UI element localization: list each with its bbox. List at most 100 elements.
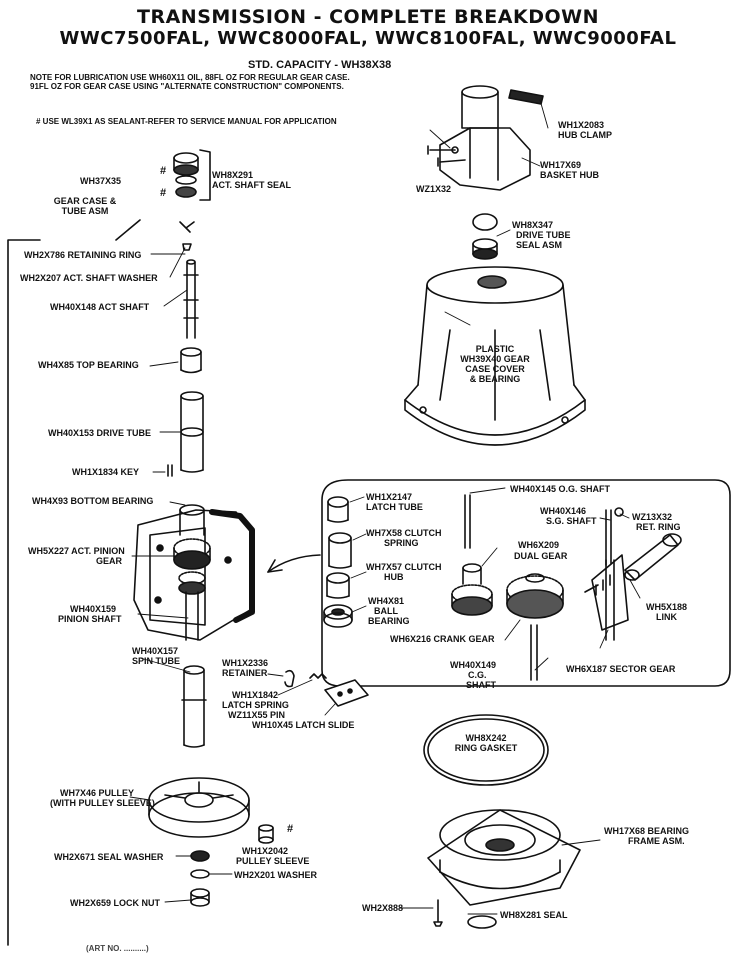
assembly-bracket bbox=[8, 240, 40, 945]
label-link-name: LINK bbox=[656, 612, 677, 622]
label-ring-gasket-code: WH8X242 bbox=[465, 733, 507, 743]
ball-bearing-drawing bbox=[324, 605, 352, 627]
label-ball-bearing-code: WH4X81 bbox=[368, 596, 405, 606]
label-clutch-spring-name: SPRING bbox=[384, 538, 419, 548]
label-spin-tube-name: SPIN TUBE bbox=[132, 656, 181, 666]
label-retainer-name: RETAINER bbox=[222, 668, 268, 678]
latch-tube-drawing bbox=[328, 497, 348, 522]
label-sector-gear: WH6X187 SECTOR GEAR bbox=[566, 664, 676, 674]
label-pinion-shaft-name: PINION SHAFT bbox=[58, 614, 122, 624]
label-clutch-hub-name: HUB bbox=[384, 572, 404, 582]
label-basket-hub-code: WH17X69 bbox=[540, 160, 582, 170]
art-number: (ART NO. ..........) bbox=[86, 944, 149, 953]
label-wh37x35: WH37X35 bbox=[80, 176, 122, 186]
label-act-shaft-seal-name: ACT. SHAFT SEAL bbox=[212, 180, 292, 190]
shaft-washer-drawing bbox=[183, 244, 191, 250]
clutch-hub-drawing bbox=[327, 573, 349, 598]
label-latch-spring-name: LATCH SPRING bbox=[222, 700, 289, 710]
label-clutch-spring-code: WH7X58 CLUTCH bbox=[366, 528, 442, 538]
label-ball-bearing-2: BALL bbox=[374, 606, 398, 616]
retainer-drawing bbox=[285, 671, 294, 687]
label-act-shaft-seal-code: WH8X291 bbox=[212, 170, 254, 180]
label-bearing-frame-code: WH17X68 BEARING bbox=[604, 826, 690, 836]
top-bearing-drawing bbox=[181, 348, 201, 373]
hash-mark-1: # bbox=[160, 165, 167, 177]
label-pin: WZ11X55 PIN bbox=[228, 710, 286, 720]
label-bottom-bearing: WH4X93 BOTTOM BEARING bbox=[32, 496, 154, 506]
hash-mark-3: # bbox=[287, 823, 294, 835]
label-ret-ring-code: WZ13X32 bbox=[632, 512, 673, 522]
pinion-shaft-gear-drawing bbox=[179, 572, 205, 640]
label-gear-case-cover-1: PLASTIC bbox=[475, 344, 515, 354]
label-seal: WH8X281 SEAL bbox=[500, 910, 568, 920]
label-act-pinion-gear-2: GEAR bbox=[96, 556, 123, 566]
gear-case-housing-drawing bbox=[134, 505, 252, 640]
basket-hub-drawing bbox=[428, 86, 530, 190]
label-act-shaft-washer: WH2X207 ACT. SHAFT WASHER bbox=[20, 273, 158, 283]
label-crank-gear: WH6X216 CRANK GEAR bbox=[390, 634, 495, 644]
label-gear-case-1: GEAR CASE & bbox=[53, 196, 117, 206]
capacity-heading: STD. CAPACITY - WH38X38 bbox=[248, 59, 392, 71]
pulley-drawing bbox=[149, 778, 249, 837]
label-ball-bearing-3: BEARING bbox=[368, 616, 410, 626]
label-pulley-2: (WITH PULLEY SLEEVE) bbox=[50, 798, 155, 808]
lock-nut-drawing bbox=[191, 889, 209, 906]
pinion-gear-drawing bbox=[174, 539, 210, 569]
label-wz1x32: WZ1X32 bbox=[416, 184, 452, 194]
latch-slide-drawing bbox=[325, 680, 368, 706]
label-retaining-ring: WH2X786 RETAINING RING bbox=[24, 250, 142, 260]
gear-case-leader bbox=[116, 220, 140, 240]
label-drive-tube: WH40X153 DRIVE TUBE bbox=[48, 428, 152, 438]
hub-clamp-drawing bbox=[509, 90, 543, 104]
label-dual-gear-code: WH6X209 bbox=[518, 540, 560, 550]
label-top-bearing: WH4X85 TOP BEARING bbox=[38, 360, 139, 370]
label-washer: WH2X201 WASHER bbox=[234, 870, 318, 880]
label-gear-case-cover-4: & BEARING bbox=[469, 374, 521, 384]
crank-gear-drawing bbox=[507, 574, 563, 618]
latch-spring-drawing bbox=[310, 674, 326, 678]
label-cg-shaft-code: WH40X149 bbox=[450, 660, 497, 670]
ring-gasket-drawing bbox=[424, 715, 548, 785]
label-cg-shaft-3: SHAFT bbox=[466, 680, 496, 690]
drive-tube-seal-drawing bbox=[473, 214, 497, 259]
clutch-spring-drawing bbox=[329, 533, 351, 568]
act-shaft-seal-drawing bbox=[174, 150, 210, 200]
key-drawing bbox=[168, 465, 172, 476]
lubrication-note-1: NOTE FOR LUBRICATION USE WH60X11 OIL, 88… bbox=[30, 73, 350, 82]
label-clutch-hub-code: WH7X57 CLUTCH bbox=[366, 562, 442, 572]
retaining-ring-drawing bbox=[180, 222, 194, 232]
cg-shaft-drawing bbox=[531, 625, 537, 680]
hash-mark-2: # bbox=[160, 187, 167, 199]
sg-shaft-drawing bbox=[606, 510, 611, 565]
ret-ring-drawing bbox=[615, 508, 623, 516]
label-dual-gear-name: DUAL GEAR bbox=[514, 551, 568, 561]
spin-tube-drawing bbox=[182, 666, 206, 747]
model-list: WWC7500FAL, WWC8000FAL, WWC8100FAL, WWC9… bbox=[59, 28, 677, 49]
label-drive-tube-seal-2: SEAL ASM bbox=[516, 240, 563, 250]
seal-drawing bbox=[468, 916, 496, 928]
page-title: TRANSMISSION - COMPLETE BREAKDOWN bbox=[137, 6, 599, 28]
label-spin-tube-code: WH40X157 bbox=[132, 646, 179, 656]
label-link-code: WH5X188 bbox=[646, 602, 688, 612]
label-latch-spring-code: WH1X1842 bbox=[232, 690, 279, 700]
washer-drawing bbox=[191, 870, 209, 878]
label-ring-gasket-name: RING GASKET bbox=[454, 743, 518, 753]
activator-shaft-drawing bbox=[184, 260, 198, 338]
label-pulley-1: WH7X46 PULLEY bbox=[60, 788, 135, 798]
label-gear-case-2: TUBE ASM bbox=[61, 206, 109, 216]
seal-washer-drawing bbox=[191, 851, 209, 861]
label-ret-ring-name: RET. RING bbox=[636, 522, 681, 532]
label-og-shaft: WH40X145 O.G. SHAFT bbox=[510, 484, 611, 494]
label-pinion-shaft-code: WH40X159 bbox=[70, 604, 117, 614]
label-latch-tube-code: WH1X2147 bbox=[366, 492, 413, 502]
label-gear-case-cover-3: CASE COVER bbox=[465, 364, 525, 374]
label-hub-clamp-code: WH1X2083 bbox=[558, 120, 605, 130]
label-sg-shaft-code: WH40X146 bbox=[540, 506, 587, 516]
label-key: WH1X1834 KEY bbox=[72, 467, 140, 477]
sealant-note: # USE WL39X1 AS SEALANT-REFER TO SERVICE… bbox=[36, 117, 337, 126]
group-arrow bbox=[268, 555, 320, 572]
label-hub-clamp-name: HUB CLAMP bbox=[558, 130, 612, 140]
label-seal-washer: WH2X671 SEAL WASHER bbox=[54, 852, 164, 862]
lubrication-note-2: 91FL OZ FOR GEAR CASE USING "ALTERNATE C… bbox=[30, 82, 344, 91]
